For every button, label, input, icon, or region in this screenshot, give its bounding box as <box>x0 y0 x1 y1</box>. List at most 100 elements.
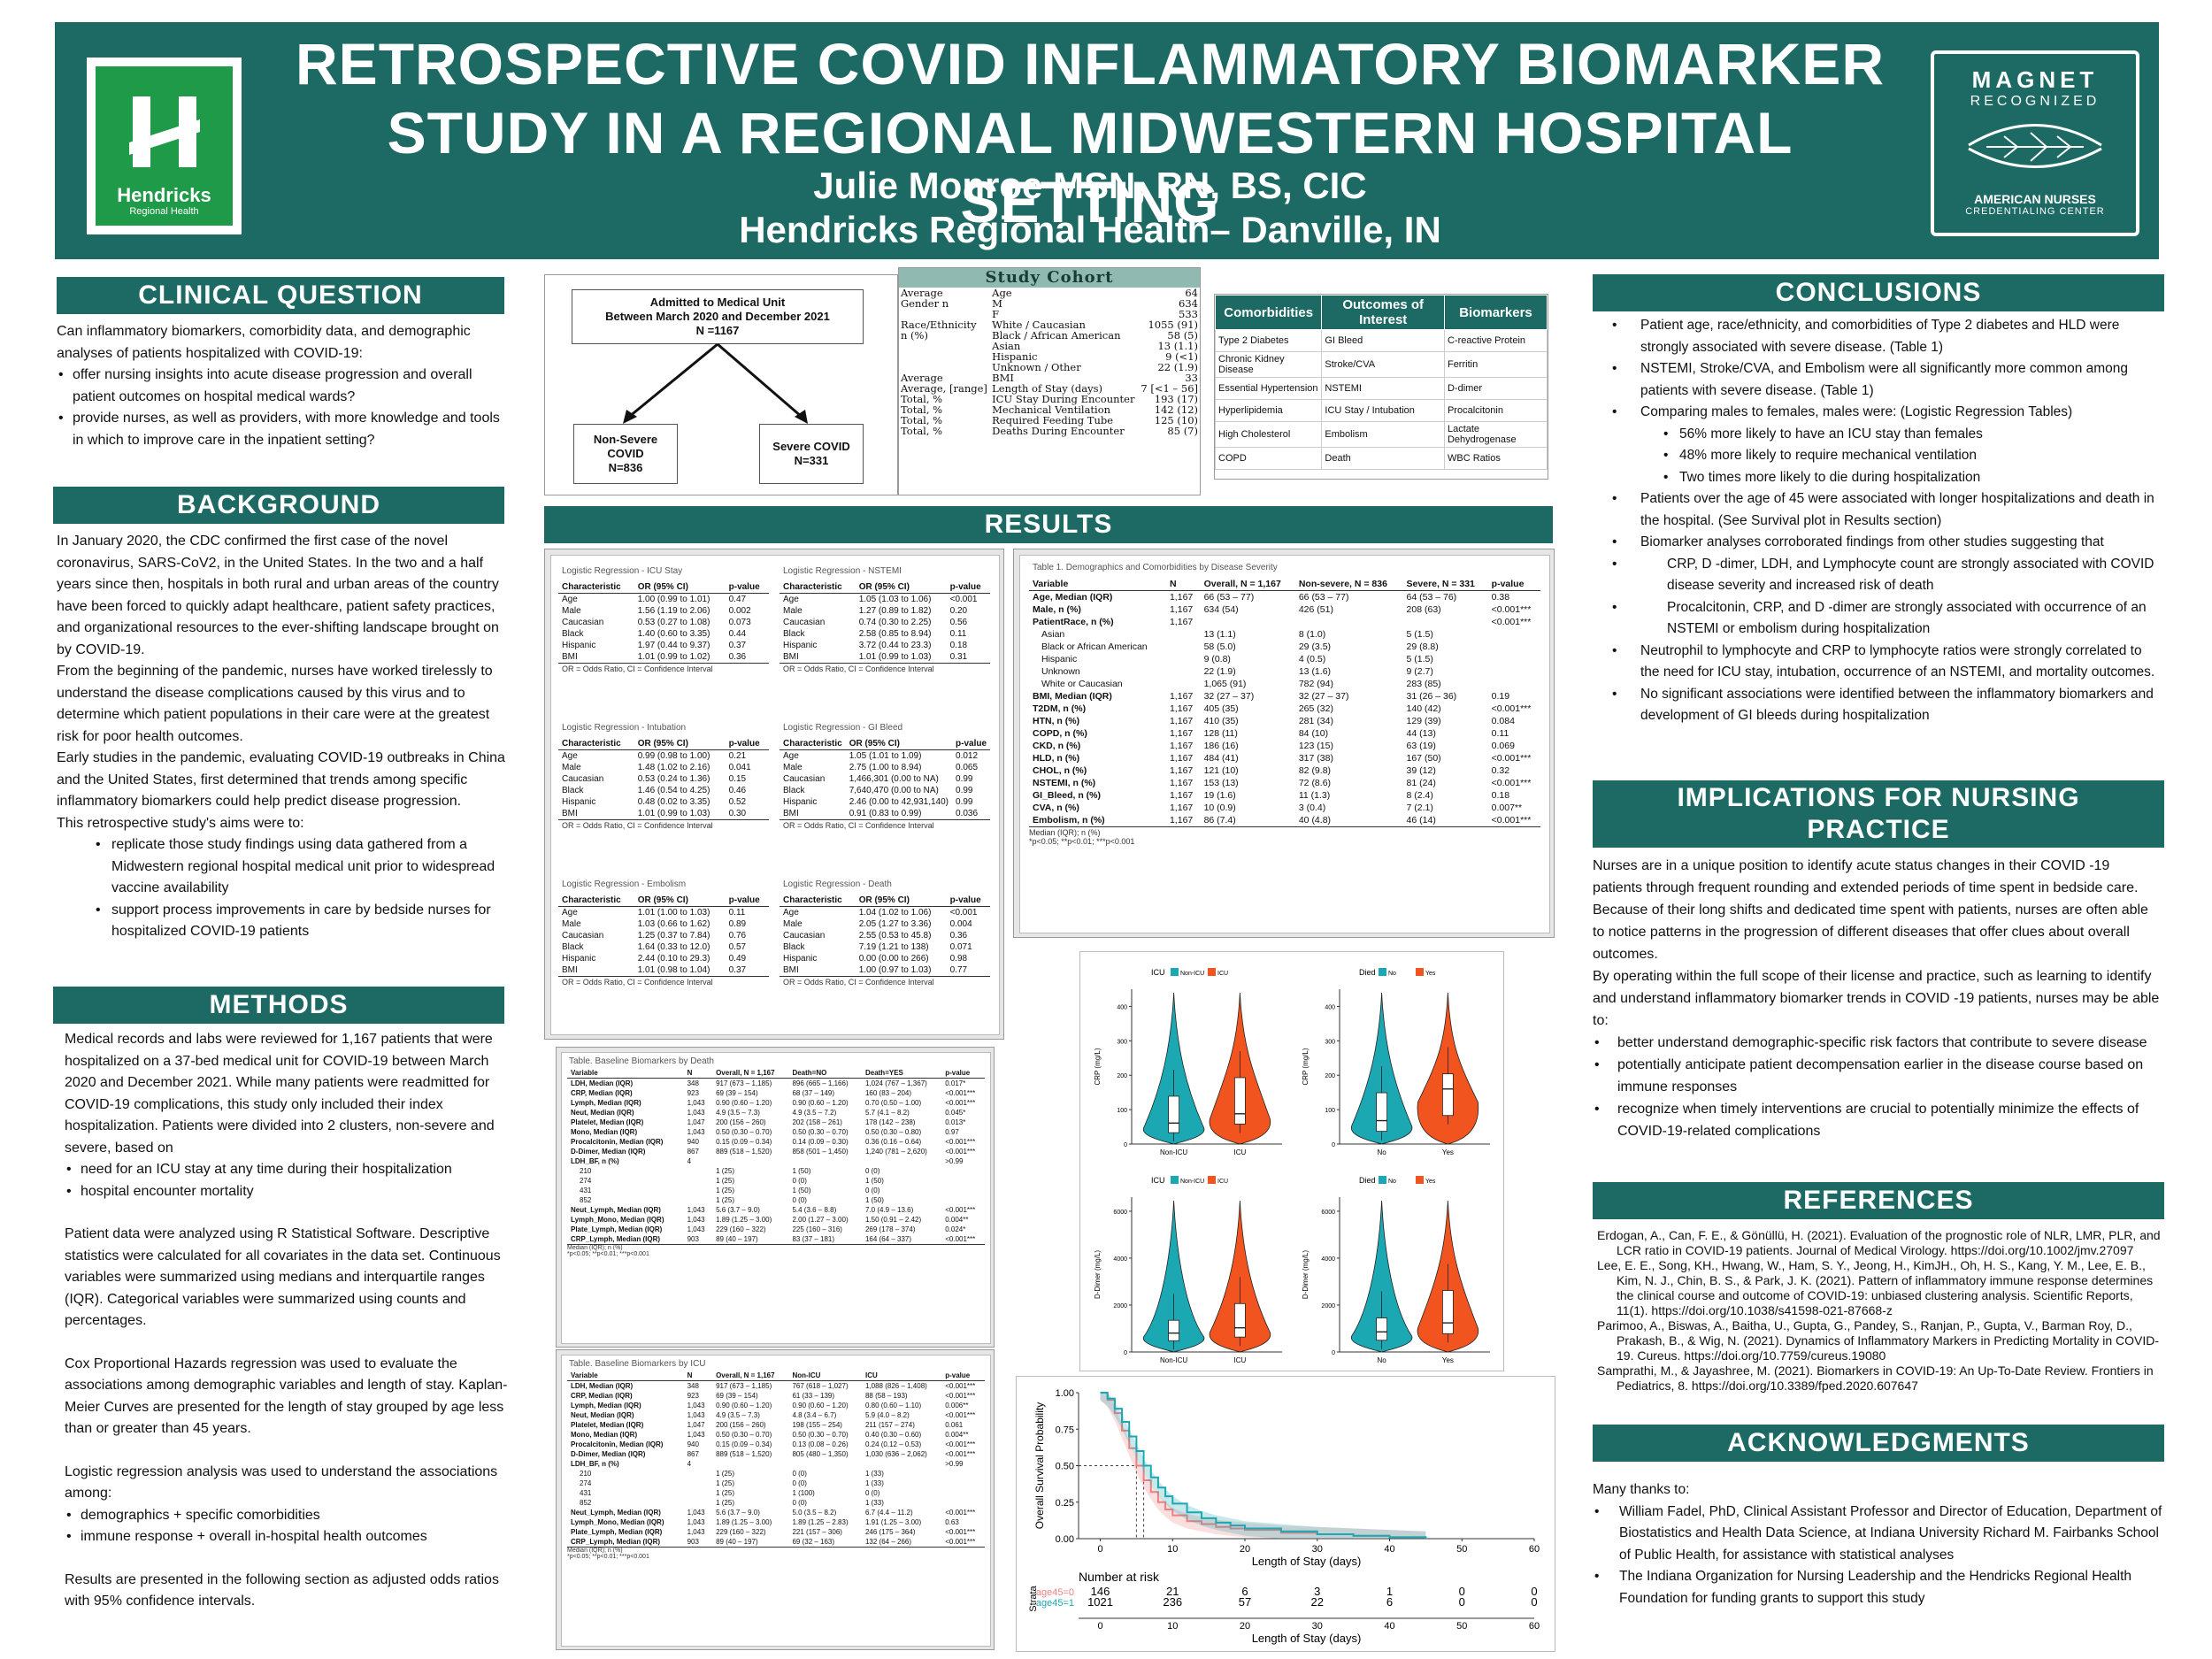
lr-cell: 0.99 <box>956 797 973 807</box>
x-tick-label: Non-ICU <box>1160 1356 1187 1364</box>
table-cell: 4 <box>687 1460 692 1468</box>
lr-cell: 0.44 <box>728 629 747 639</box>
table-cell: 1,065 (91) <box>1203 679 1247 689</box>
legend-swatch <box>1171 968 1179 976</box>
lr-cell: 0.073 <box>728 618 751 627</box>
table-cell: HTN, n (%) <box>1033 716 1080 726</box>
y-tick-label: 0 <box>1332 1350 1335 1356</box>
table-cell: 11 (1.3) <box>1298 790 1331 801</box>
biomarkers-icu-foot1: Median (IQR); n (%) <box>567 1548 623 1554</box>
lr-cell: Black <box>783 786 805 795</box>
y-tick-label: 0.75 <box>1056 1425 1074 1435</box>
lr-cell: 1.27 (0.89 to 1.82) <box>858 606 932 616</box>
table-cell: 246 (175 – 364) <box>864 1528 916 1536</box>
table-cell: 0 (0) <box>864 1187 880 1194</box>
table-cell: 1.50 (0.91 – 2.42) <box>864 1216 922 1224</box>
table-cell: 210 <box>580 1470 592 1478</box>
table-cell: Neut_Lymph, Median (IQR) <box>571 1206 661 1214</box>
reference-item: Samprathi, M., & Jayashree, M. (2021). B… <box>1597 1363 2154 1393</box>
table-cell: 0 (0) <box>864 1489 880 1497</box>
table-cell: 1 (25) <box>716 1187 734 1194</box>
table-cell: 2.00 (1.27 – 3.00) <box>792 1216 849 1224</box>
legend-label: No <box>1388 971 1396 977</box>
table-cell: Lymph, Median (IQR) <box>571 1099 641 1107</box>
author-name: Julie Monroe MSN, RN, BS, CIC <box>813 165 1367 206</box>
lr-table-title: Logistic Regression - NSTEMI <box>783 566 902 576</box>
table-cell: CRP_Lymph, Median (IQR) <box>571 1235 661 1243</box>
table-cell: CRP, Median (IQR) <box>571 1089 633 1097</box>
table-cell: 1 (33) <box>864 1470 884 1478</box>
reference-item: Parimoo, A., Biswas, A., Baitha, U., Gup… <box>1597 1318 2160 1363</box>
table-cell: 10 (0.9) <box>1203 803 1236 813</box>
risk-x-tick-label: 30 <box>1312 1621 1323 1632</box>
table-cell: 29 (3.5) <box>1298 641 1332 652</box>
table-cell: D-Dimer, Median (IQR) <box>571 1450 646 1458</box>
variables-cell: ICU Stay / Intubation <box>1321 399 1445 422</box>
background-bullet: replicate those study findings using dat… <box>57 834 508 900</box>
lr-cell: Black <box>783 629 805 639</box>
table-cell: <0.001*** <box>1491 617 1532 627</box>
table-cell: 0 (0) <box>792 1177 807 1185</box>
cohort-cell: Length of Stay (days) <box>992 382 1102 395</box>
y-axis-label: D-Dimer (mg/L) <box>1302 1250 1310 1299</box>
table-cell <box>684 1166 713 1176</box>
table-header: Variable <box>567 1371 684 1381</box>
lr-cell: 1.64 (0.33 to 12.0) <box>637 942 710 952</box>
table-cell <box>1295 616 1403 628</box>
cohort-cell: 64 <box>1185 287 1198 299</box>
table-cell: 69 (39 – 154) <box>716 1089 758 1097</box>
poster-title: RETROSPECTIVE COVID INFLAMMATORY BIOMARK… <box>258 29 1922 236</box>
table-cell: 0.15 (0.09 – 0.34) <box>716 1138 772 1146</box>
cohort-cell: BMI <box>992 372 1014 384</box>
conclusion-bullet: Biomarker analyses corroborated findings… <box>1610 532 2161 554</box>
table-cell: 44 (13) <box>1406 728 1436 739</box>
legend-swatch <box>1379 968 1386 976</box>
legend-label: No <box>1388 1179 1396 1185</box>
table-cell: LDH_BF, n (%) <box>571 1157 619 1165</box>
x-tick-label: 60 <box>1529 1544 1540 1555</box>
cohort-cell: 22 (1.9) <box>1157 361 1198 373</box>
table-cell: 7.0 (4.9 – 13.6) <box>864 1206 914 1214</box>
table-cell: CKD, n (%) <box>1033 741 1081 751</box>
section-acknowledgments: ACKNOWLEDGMENTS <box>1593 1425 2164 1462</box>
table-cell <box>941 1498 985 1508</box>
lr-cell: Male <box>783 606 803 616</box>
risk-x-tick-label: 40 <box>1384 1621 1394 1632</box>
table-cell <box>941 1195 985 1205</box>
table-cell: 917 (673 – 1,185) <box>716 1079 772 1087</box>
risk-x-axis-label: Length of Stay (days) <box>1252 1632 1362 1645</box>
clinical-question-bullet: provide nurses, as well as providers, wi… <box>57 408 508 451</box>
lr-cell: 0.20 <box>949 606 968 616</box>
lr-cell: Age <box>562 908 578 918</box>
table1-foot1: Median (IQR); n (%) <box>1029 828 1101 837</box>
table-cell: 0.18 <box>1491 790 1510 801</box>
y-tick-label: 200 <box>1325 1073 1335 1079</box>
cohort-cell: Deaths During Encounter <box>992 425 1125 437</box>
table-header: ICU <box>861 1371 942 1381</box>
risk-x-tick-label: 0 <box>1097 1621 1102 1632</box>
table-cell: 1,043 <box>687 1402 705 1409</box>
lr-cell: 0.37 <box>728 965 747 975</box>
table-cell <box>712 1156 788 1166</box>
cohort-cell <box>899 351 990 362</box>
table-cell <box>941 1176 985 1186</box>
table-cell: 0.38 <box>1491 592 1510 603</box>
legend-swatch <box>1416 968 1424 976</box>
table-cell: 867 <box>687 1148 699 1156</box>
background-bullet: support process improvements in care by … <box>57 900 508 943</box>
table-cell: Platelet, Median (IQR) <box>571 1118 644 1126</box>
cohort-cell: Race/Ethnicity <box>901 319 977 331</box>
table-cell: <0.001*** <box>945 1089 976 1097</box>
y-tick-label: 0 <box>1124 1350 1127 1356</box>
table-cell: 923 <box>687 1392 699 1400</box>
table-cell: 140 (42) <box>1406 703 1441 714</box>
